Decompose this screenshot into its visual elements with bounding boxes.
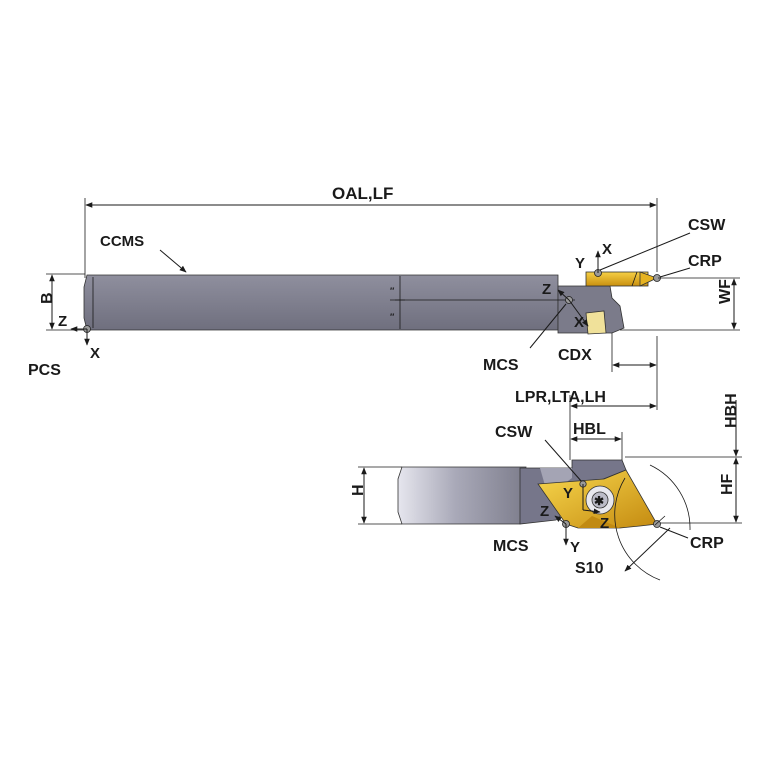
crp-bottom-point	[653, 520, 661, 528]
mcs-top-label: MCS	[483, 357, 519, 374]
cdx-label: CDX	[558, 347, 592, 364]
z-bottom-right-label: Z	[600, 515, 609, 532]
shank-half-mark-1: ″	[390, 286, 395, 296]
wf-label: WF	[717, 279, 734, 304]
z-bottom-left-label: Z	[540, 503, 549, 520]
clamp-screw-top	[585, 310, 607, 335]
pcs-label: PCS	[28, 362, 61, 379]
pcs-x-label: X	[90, 345, 100, 362]
s10-leader-1	[624, 527, 671, 572]
csw-bottom-z-arrow2	[582, 508, 601, 515]
shank-half-mark-2: ″	[390, 312, 395, 322]
insert-side-shadow	[578, 516, 620, 528]
oal-lf-label: OAL,LF	[332, 184, 393, 203]
x-mcs-top-label: X	[574, 314, 584, 331]
h-label: H	[350, 484, 367, 496]
mcs-top-x-arrow	[568, 299, 589, 327]
shank-top-view	[83, 274, 559, 331]
s10-label: S10	[575, 560, 604, 577]
mcs-top-leader	[529, 303, 567, 349]
insert-top-tip	[639, 271, 659, 287]
mcs-top-z-arrow	[557, 289, 570, 301]
z-mcs-top-label: Z	[542, 281, 551, 298]
x-top-label: X	[602, 241, 612, 258]
insert-top-edge	[631, 271, 638, 287]
b-label: B	[39, 292, 56, 304]
shank-head-top	[557, 285, 625, 334]
crp-top-leader	[659, 267, 691, 278]
mcs-bottom-z-arrow	[554, 515, 567, 525]
csw-bottom-leader	[544, 439, 583, 483]
csw-top-leader	[599, 232, 691, 271]
insert-screw-star: ✱	[594, 494, 604, 508]
insert-screw-inner	[591, 491, 609, 509]
csw-bottom-label: CSW	[495, 424, 533, 441]
ccms-leader	[159, 249, 187, 273]
y-top-label: Y	[575, 255, 585, 272]
lpr-lta-lh-label: LPR,LTA,LH	[515, 389, 606, 406]
hf-label: HF	[719, 473, 736, 495]
hbl-label: HBL	[573, 421, 606, 438]
s10-arc-right	[649, 464, 691, 531]
s10-arc	[614, 477, 661, 581]
shank-side-view	[397, 466, 527, 525]
mcs-bottom-label: MCS	[493, 538, 529, 555]
hbh-label: HBH	[723, 393, 740, 428]
s10-leader-2	[654, 515, 666, 526]
ccms-label: CCMS	[100, 233, 144, 250]
y-bottom-label: Y	[563, 485, 573, 502]
crp-top-label: CRP	[688, 253, 722, 270]
pcs-z-label: Z	[58, 313, 67, 330]
y-mcs-bottom-label: Y	[570, 539, 580, 556]
crp-bottom-label: CRP	[690, 535, 724, 552]
crp-bottom-leader	[659, 526, 689, 539]
csw-top-label: CSW	[688, 217, 726, 234]
